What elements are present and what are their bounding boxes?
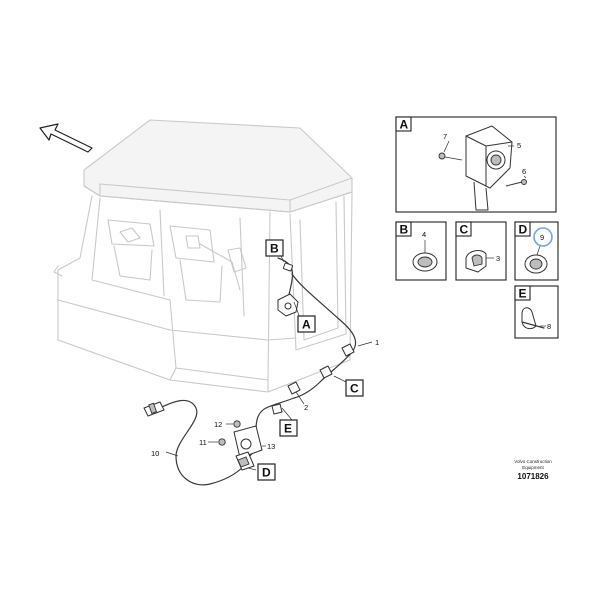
direction-arrow-icon	[39, 123, 93, 153]
harness-clip-c	[319, 365, 333, 379]
svg-text:A: A	[302, 318, 311, 332]
detail-panel-c: C 3	[455, 221, 507, 281]
leader-lines	[165, 249, 373, 471]
detail-a-part-6: 6	[522, 167, 526, 176]
detail-panel-a: A 7 5 6	[395, 116, 557, 213]
company-name-line1: Volvo Construction	[514, 459, 552, 464]
harness-clip-1	[341, 343, 355, 357]
detail-panel-b-label: B	[400, 223, 409, 237]
callout-b[interactable]: B	[265, 239, 284, 257]
callout-a[interactable]: A	[297, 315, 316, 333]
part-number-11: 11	[199, 438, 207, 447]
detail-panel-b: B 4	[395, 221, 447, 281]
part-number-12: 12	[214, 420, 222, 429]
detail-d-part-9: 9	[540, 233, 544, 242]
company-name-line2: Equipment	[522, 465, 544, 470]
mounting-plate-13	[233, 425, 263, 459]
part-number-1: 1	[375, 338, 379, 347]
company-branding: Volvo Construction Equipment 1071826	[514, 459, 552, 481]
part-number-10: 10	[151, 449, 159, 458]
detail-b-part-4: 4	[422, 230, 426, 239]
callout-c[interactable]: C	[345, 379, 364, 397]
part-number-13: 13	[267, 442, 275, 451]
plug-10	[143, 401, 165, 417]
part-number-2: 2	[304, 403, 308, 412]
detail-panel-e: E 8	[514, 285, 559, 339]
highlight-ring-9	[533, 227, 553, 247]
harness-clip-e	[271, 403, 283, 415]
svg-text:B: B	[270, 242, 279, 256]
callout-d[interactable]: D	[257, 463, 276, 481]
harness-clip-b	[282, 262, 294, 272]
document-number: 1071826	[517, 472, 549, 481]
connector-d	[235, 451, 255, 471]
callout-e[interactable]: E	[279, 419, 298, 437]
detail-panel-d: D 9	[514, 221, 559, 281]
screw-11	[218, 438, 226, 446]
detail-c-part-3: 3	[496, 254, 500, 263]
svg-text:D: D	[262, 466, 271, 480]
svg-text:C: C	[350, 382, 359, 396]
cab-outline	[53, 119, 353, 393]
mounting-bracket-a	[277, 293, 299, 317]
detail-panel-d-label: D	[519, 223, 528, 237]
detail-panel-a-label: A	[400, 118, 409, 132]
detail-panel-c-label: C	[460, 223, 469, 237]
detail-panel-e-label: E	[519, 287, 527, 301]
detail-a-part-5: 5	[517, 141, 521, 150]
nut-12	[233, 420, 241, 428]
detail-e-part-8: 8	[547, 322, 551, 331]
detail-a-part-7: 7	[443, 132, 447, 141]
svg-text:E: E	[284, 422, 292, 436]
harness-clip-2	[287, 381, 301, 395]
